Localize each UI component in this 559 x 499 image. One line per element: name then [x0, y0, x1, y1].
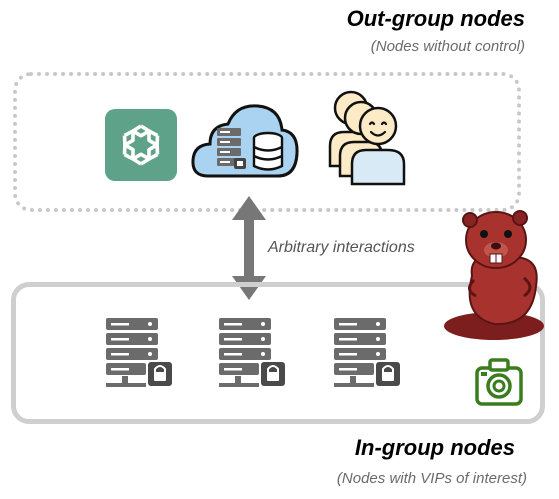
interaction-label: Arbitrary interactions: [268, 239, 415, 256]
out-group-subtitle: (Nodes without control): [370, 38, 525, 55]
locked-server-icon: [215, 316, 287, 390]
cloud-database-server-icon: [190, 98, 300, 183]
in-group-subtitle: (Nodes with VIPs of interest): [336, 470, 527, 487]
in-group-title: In-group nodes: [354, 435, 515, 460]
out-group-box: [13, 72, 521, 212]
openai-logo-icon: [105, 109, 177, 181]
locked-server-icon: [330, 316, 402, 390]
user-group-icon: [328, 86, 410, 186]
camera-icon: [474, 356, 524, 408]
beaver-icon: [444, 206, 552, 340]
locked-server-icon: [102, 316, 174, 390]
out-group-title: Out-group nodes: [346, 6, 525, 31]
in-group-box: [11, 282, 545, 424]
